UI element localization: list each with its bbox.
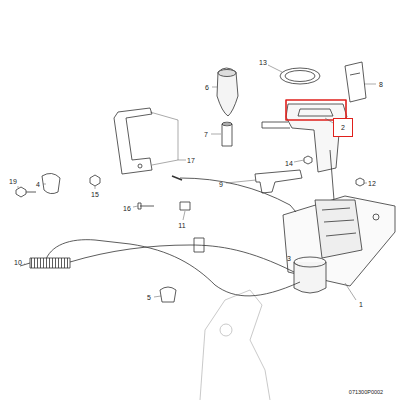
callout-number: 11 [178, 222, 185, 229]
cable-clip [160, 287, 176, 302]
bracket-hole [138, 164, 142, 168]
gate-cover [286, 104, 347, 172]
clip [180, 202, 190, 210]
shift-cable [70, 245, 294, 272]
callout-number: 12 [368, 180, 376, 187]
callout-number: 6 [205, 84, 209, 91]
cable-grommet [194, 238, 204, 252]
callout-number: 3 [287, 255, 291, 262]
lever-rod [330, 150, 334, 200]
callout-number: 14 [285, 160, 293, 167]
leader-lines [18, 65, 376, 300]
cable-end [172, 176, 182, 180]
callout-box: 2 [333, 118, 353, 137]
mount-plate [200, 290, 270, 400]
plate-hole [220, 324, 232, 336]
thin-cable [180, 178, 296, 212]
callout-number: 5 [147, 294, 151, 301]
gate-slot [298, 109, 333, 116]
mechanism-detail [322, 208, 356, 236]
clip [345, 62, 366, 102]
drawing-code: 071300P0002 [349, 390, 383, 396]
callout-number: 8 [379, 81, 383, 88]
callout-number: 9 [219, 181, 223, 188]
sleeve-top [222, 122, 232, 126]
gear-knob [217, 68, 238, 116]
bolt [16, 187, 36, 197]
callout-number: 4 [36, 181, 40, 188]
cover-tab [262, 122, 290, 128]
trim-ring-inner [285, 71, 315, 82]
callout-number: 1 [359, 301, 363, 308]
callout-number: 19 [9, 178, 17, 185]
callout-number: 15 [91, 191, 99, 198]
select-cable [95, 240, 300, 296]
cable-clip [42, 173, 60, 193]
callout-number: 17 [187, 157, 195, 164]
callout-number: 13 [259, 59, 267, 66]
socket-top [294, 257, 326, 267]
nut [90, 175, 100, 186]
trim-ring [280, 68, 320, 84]
housing-bolt [373, 214, 379, 220]
support-bracket [114, 108, 152, 174]
nut [304, 156, 312, 164]
callout-number: 16 [123, 205, 131, 212]
corrugated-sleeve [30, 258, 70, 268]
screw [138, 203, 154, 209]
callout-number: 7 [204, 131, 208, 138]
sleeve [222, 124, 232, 146]
callout-number: 2 [341, 124, 345, 131]
nut [356, 178, 364, 186]
bracket [255, 170, 302, 193]
callout-number: 10 [14, 259, 22, 266]
knob-top [218, 70, 236, 77]
selector-mechanism [315, 200, 362, 258]
